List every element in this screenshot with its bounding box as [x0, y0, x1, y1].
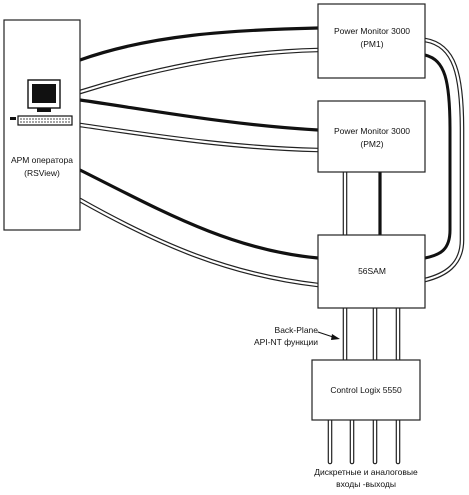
pm1-label-line1: Power Monitor 3000 [334, 26, 410, 36]
computer-workstation-icon [10, 79, 73, 126]
pm2-label-line2: (PM2) [360, 139, 383, 149]
link-operator-pm1-thick [78, 26, 320, 62]
control-logix-block [311, 359, 421, 421]
link-operator-sam-thick [78, 168, 320, 260]
control-logix-label: Control Logix 5550 [330, 385, 402, 395]
double-links-inner [78, 38, 464, 464]
backplane-arrowhead [331, 334, 340, 340]
link-operator-pm2-thick [78, 98, 320, 132]
link-pm1-sam-thick [423, 53, 452, 260]
pm2-block [317, 100, 426, 173]
pm1-block [317, 3, 426, 79]
backplane-label-line2: API-NT функции [254, 337, 318, 347]
sam-label: 56SAM [358, 266, 386, 276]
pm2-label-line1: Power Monitor 3000 [334, 126, 410, 136]
sam-block [317, 234, 426, 309]
backplane-label-line1: Back-Plane [275, 325, 319, 335]
operator-label-line2: (RSView) [24, 168, 60, 178]
connections [77, 26, 465, 465]
io-label-line1: Дискретные и аналоговые [314, 467, 418, 477]
io-label-line2: входы -выходы [336, 479, 396, 489]
operator-label-line1: АРМ оператора [11, 155, 73, 165]
pm1-label-line2: (PM1) [360, 39, 383, 49]
